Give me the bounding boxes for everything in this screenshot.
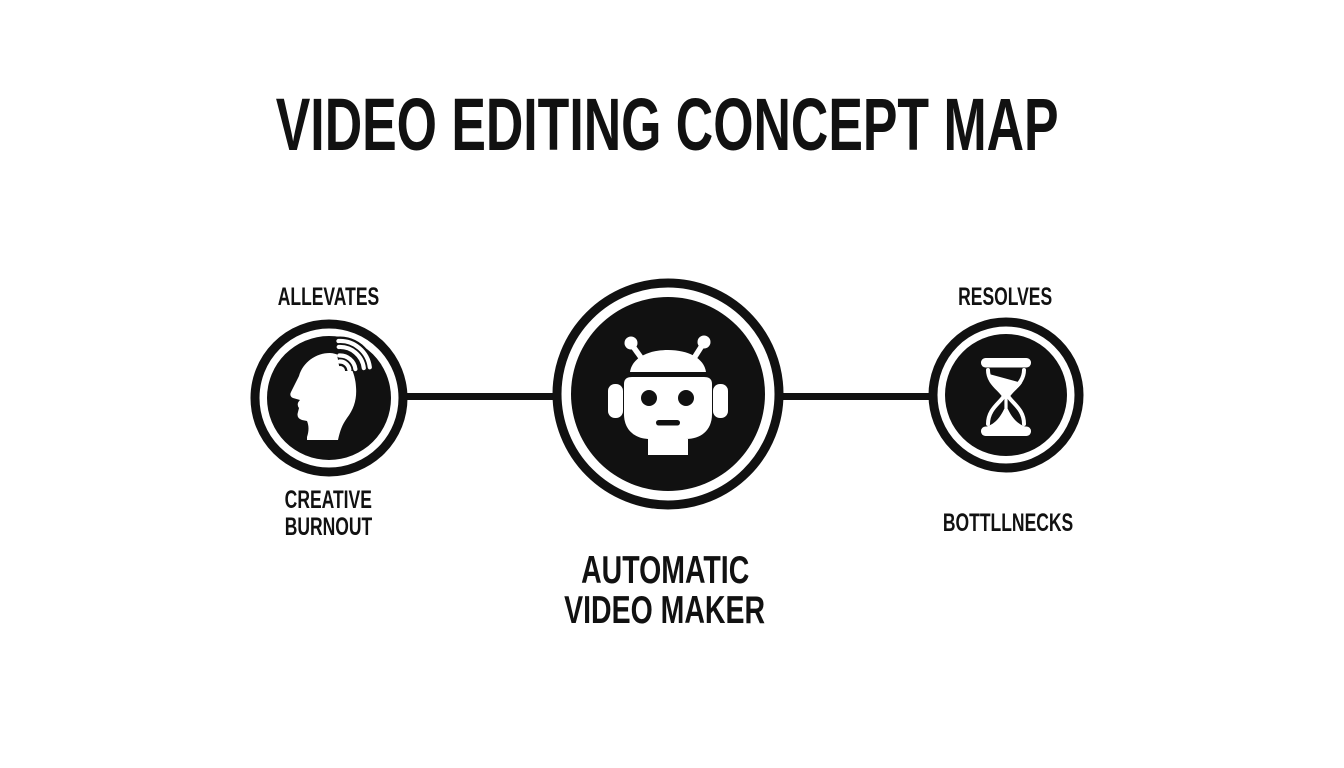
sound-waves bbox=[334, 336, 375, 372]
robot-ear-right bbox=[713, 384, 728, 418]
page-title-text: VIDEO EDITING CONCEPT MAP bbox=[275, 83, 1059, 166]
connector-line-left bbox=[406, 393, 554, 400]
node-label-bottlenecks: BOTTLLNECKS bbox=[942, 509, 1074, 537]
robot-ear-left bbox=[608, 384, 623, 418]
relation-label-alleviates: ALLEVATES bbox=[277, 283, 379, 311]
hourglass-bottom-cap bbox=[981, 426, 1031, 436]
hourglass-sand-stream bbox=[1004, 397, 1008, 408]
robot-eye-left bbox=[641, 390, 657, 406]
node-outer-ring bbox=[552, 278, 784, 510]
node-automatic-video-maker bbox=[552, 278, 784, 510]
node-creative-burnout bbox=[250, 319, 408, 477]
robot-neck bbox=[648, 439, 688, 455]
hourglass-sand-top bbox=[989, 374, 1022, 398]
robot-eye-right bbox=[678, 390, 694, 406]
head-with-waves-icon bbox=[250, 319, 408, 477]
connector-line-right bbox=[782, 393, 930, 400]
node-label-automatic-video-maker: AUTOMATIC VIDEO MAKER bbox=[564, 549, 766, 632]
node-bottlenecks bbox=[928, 317, 1084, 473]
hourglass-icon bbox=[928, 317, 1084, 473]
robot-face bbox=[624, 377, 712, 439]
relation-label-resolves: RESOLVES bbox=[957, 283, 1052, 311]
node-outer-ring bbox=[250, 319, 408, 477]
head-silhouette bbox=[290, 353, 357, 440]
hourglass-sand-bottom bbox=[985, 405, 1027, 427]
page-title: VIDEO EDITING CONCEPT MAP bbox=[0, 88, 1334, 162]
hourglass-top-cap bbox=[981, 358, 1031, 368]
node-label-creative-burnout: CREATIVE BURNOUT bbox=[284, 486, 372, 541]
node-outer-ring bbox=[928, 317, 1084, 473]
robot-mouth bbox=[656, 420, 680, 426]
robot-icon bbox=[552, 278, 784, 510]
robot-crown bbox=[630, 350, 706, 372]
